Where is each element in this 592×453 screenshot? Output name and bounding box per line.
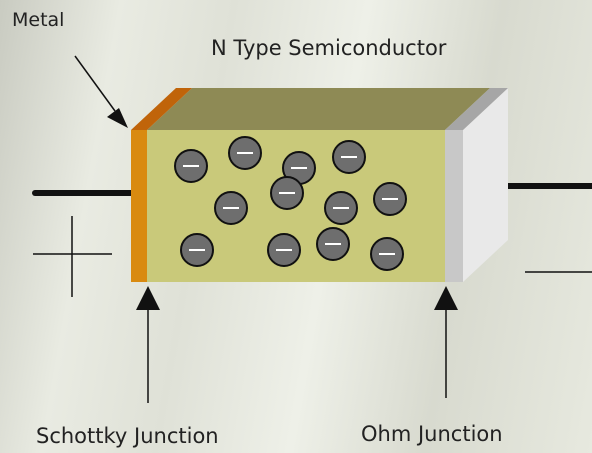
n-type-semiconductor-label: N Type Semiconductor [211,36,447,60]
ohmic-contact-top [445,88,508,130]
schottky-arrow [136,286,160,403]
ohmic-contact-side [463,88,508,282]
electron [228,136,262,170]
plus-sign [33,216,112,297]
ohmic-contact-front [445,130,463,282]
electron-group [174,136,407,271]
metal-strip [131,130,147,282]
electron [174,149,208,183]
electron [282,151,316,185]
electron [316,227,350,261]
electron [267,233,301,267]
electron [214,191,248,225]
schottky-junction-label: Schottky Junction [36,424,219,448]
semiconductor-top-face [147,88,490,130]
ohm-junction-label: Ohm Junction [361,422,503,446]
metal-label: Metal [12,9,65,31]
electron [270,176,304,210]
ohm-arrow [434,286,458,398]
electron [373,182,407,216]
electron [180,233,214,267]
metal-pointer-arrow [74,55,128,128]
electron [332,140,366,174]
metal-strip-top [131,88,192,130]
electron [324,191,358,225]
electron [370,237,404,271]
